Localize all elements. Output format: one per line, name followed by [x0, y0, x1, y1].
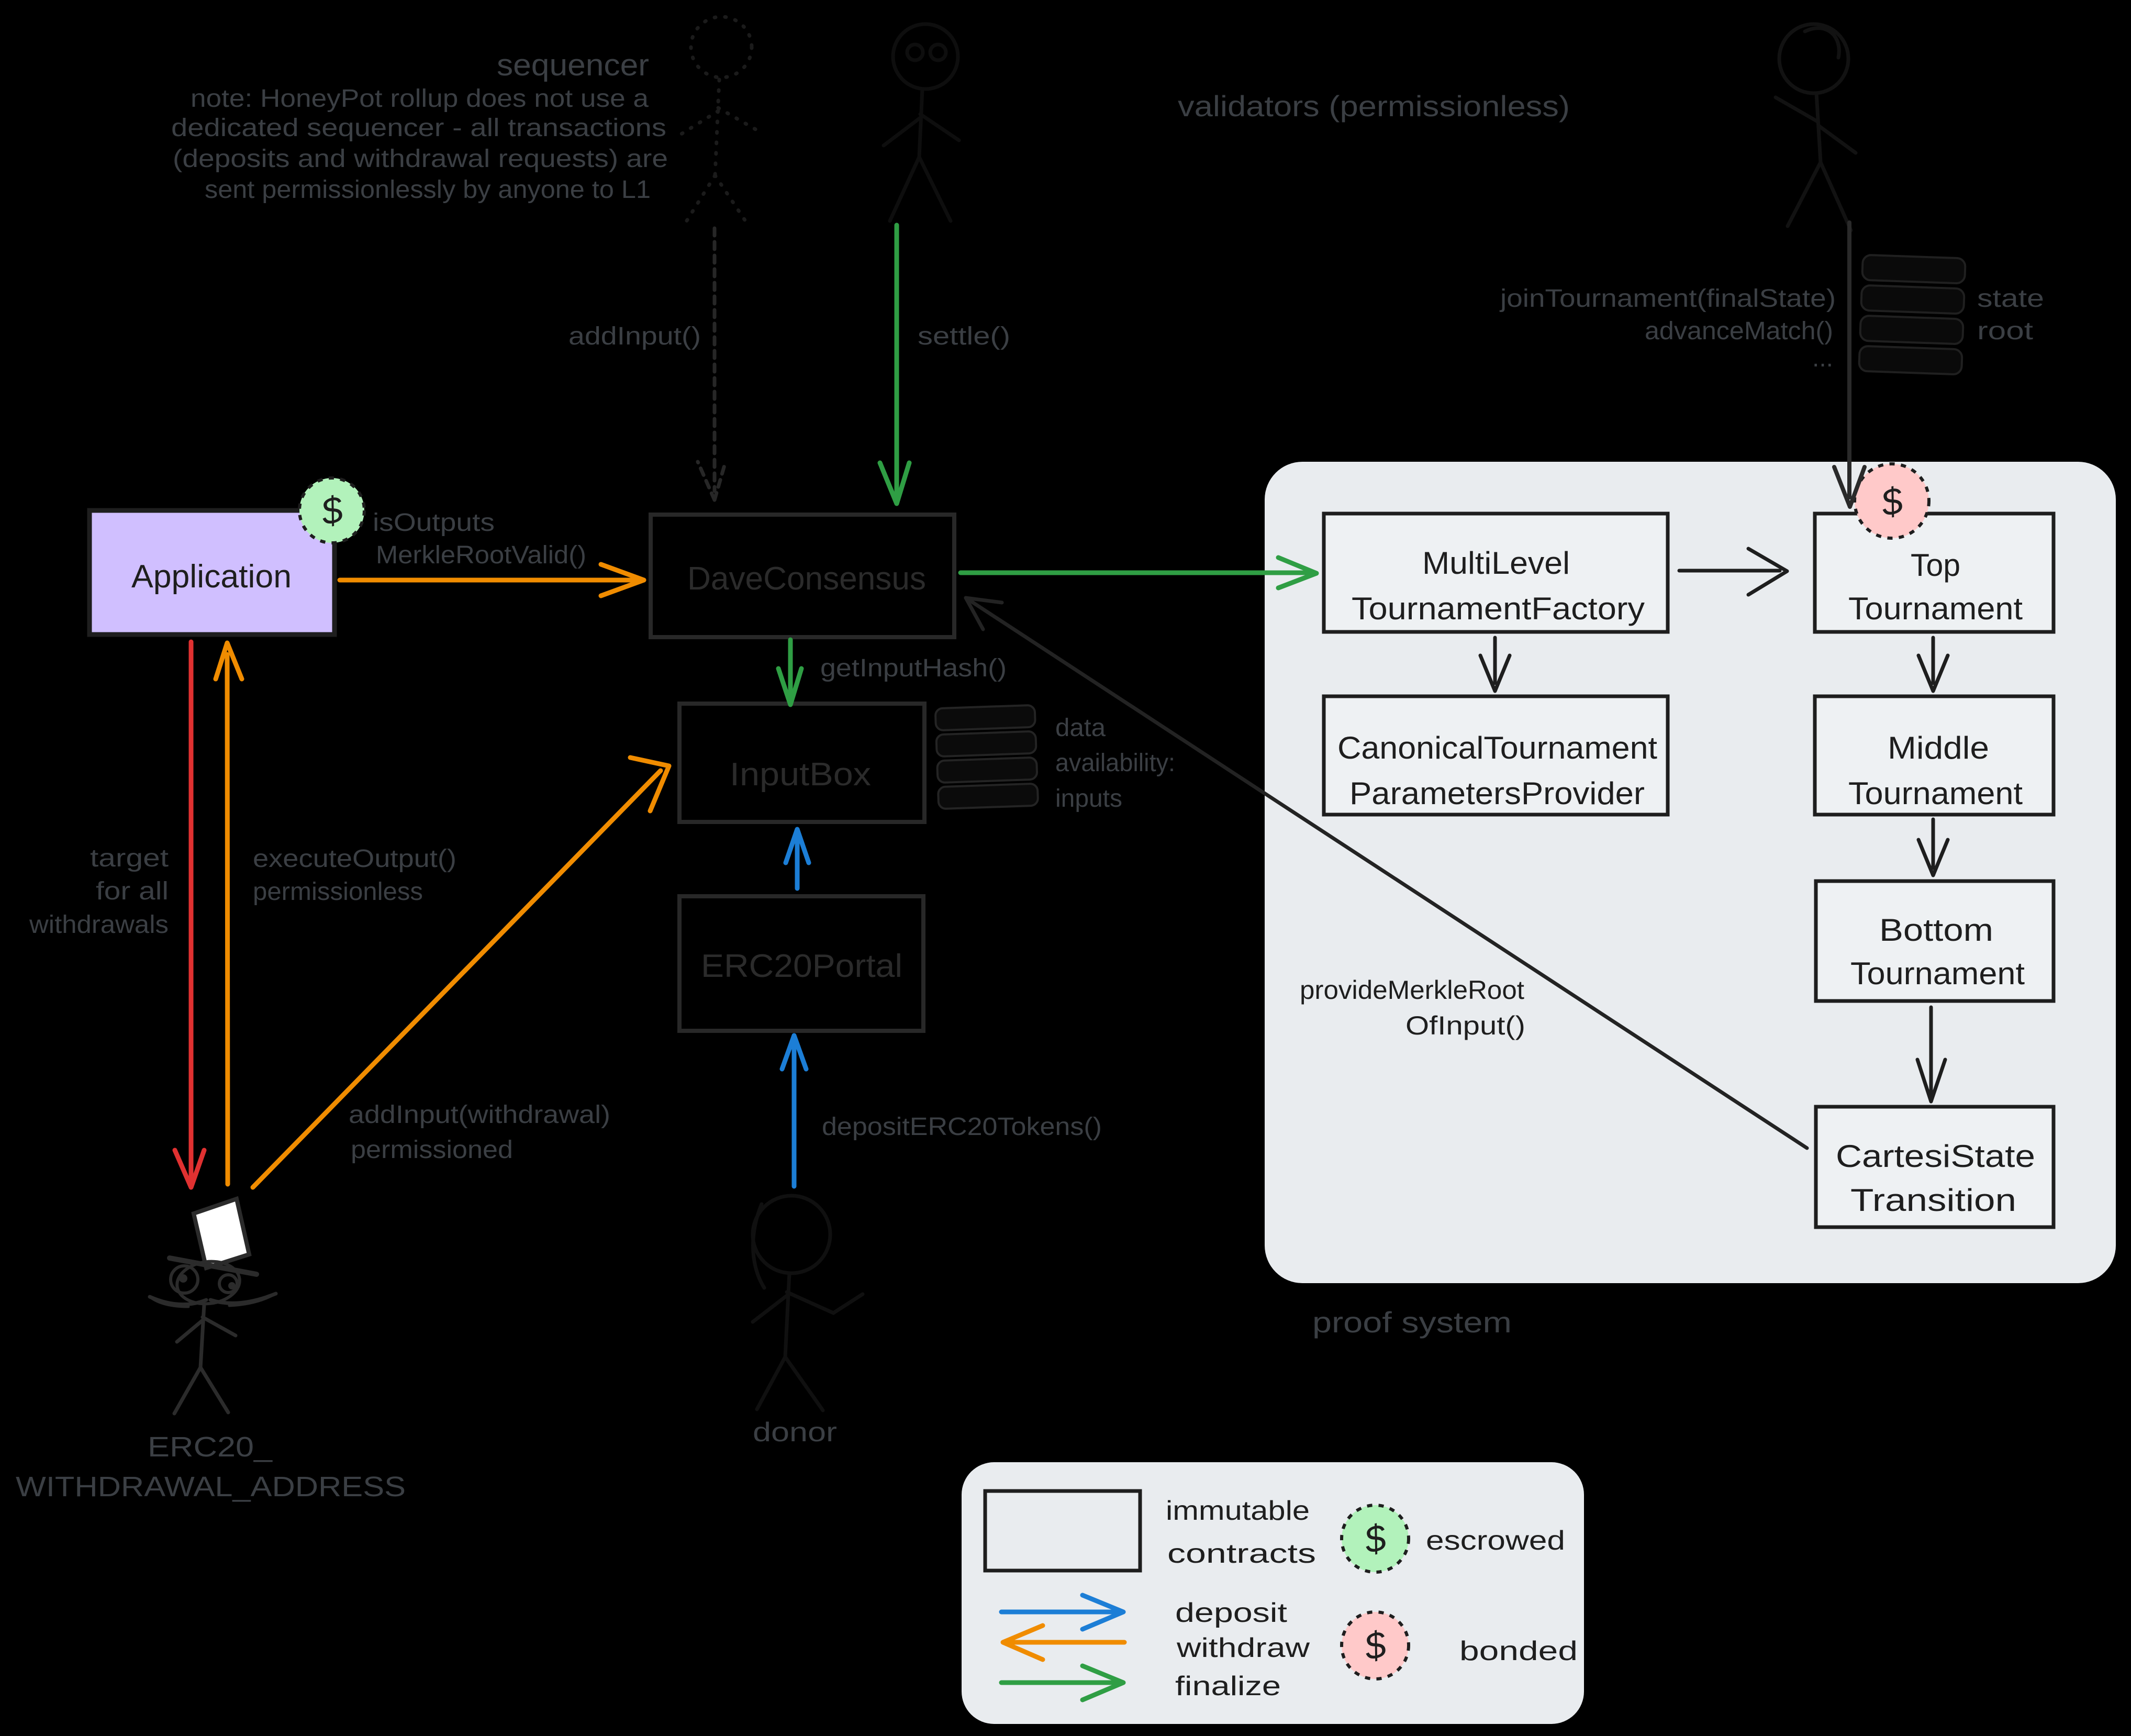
svg-text:InputBox: InputBox — [730, 756, 871, 793]
svg-text:depositERC20Tokens(): depositERC20Tokens() — [822, 1113, 1102, 1141]
svg-text:Top: Top — [1911, 548, 1960, 583]
svg-text:permissioned: permissioned — [351, 1136, 513, 1164]
svg-text:advanceMatch(): advanceMatch() — [1645, 317, 1833, 345]
svg-text:DaveConsensus: DaveConsensus — [687, 561, 926, 597]
svg-text:withdraw: withdraw — [1176, 1633, 1310, 1663]
svg-text:availability:: availability: — [1055, 749, 1175, 777]
svg-text:contracts: contracts — [1167, 1539, 1316, 1569]
svg-text:withdrawals: withdrawals — [29, 911, 169, 939]
svg-text:MerkleRootValid(): MerkleRootValid() — [376, 541, 586, 569]
svg-text:deposit: deposit — [1175, 1598, 1288, 1628]
svg-text:ERC20_: ERC20_ — [148, 1431, 273, 1463]
svg-text:...: ... — [1812, 344, 1833, 372]
svg-text:TournamentFactory: TournamentFactory — [1352, 591, 1645, 626]
svg-text:immutable: immutable — [1166, 1496, 1310, 1526]
svg-text:data: data — [1055, 714, 1106, 742]
svg-text:inputs: inputs — [1055, 785, 1122, 813]
svg-text:escrowed: escrowed — [1426, 1526, 1565, 1556]
svg-text:addInput(): addInput() — [568, 322, 701, 350]
svg-text:Tournament: Tournament — [1848, 776, 2023, 811]
svg-text:for all: for all — [96, 877, 169, 905]
svg-text:sequencer: sequencer — [497, 48, 649, 82]
svg-text:CartesiState: CartesiState — [1836, 1139, 2035, 1174]
svg-text:getInputHash(): getInputHash() — [820, 654, 1007, 682]
svg-text:target: target — [90, 844, 169, 872]
svg-text:note: HoneyPot rollup does not: note: HoneyPot rollup does not use a — [191, 85, 649, 113]
svg-text:validators (permissionless): validators (permissionless) — [1178, 90, 1570, 123]
svg-text:isOutputs: isOutputs — [373, 509, 495, 537]
svg-text:OfInput(): OfInput() — [1405, 1011, 1525, 1040]
svg-text:executeOutput(): executeOutput() — [253, 845, 456, 873]
svg-text:Middle: Middle — [1888, 730, 1989, 765]
svg-text:Transition: Transition — [1850, 1183, 2016, 1218]
svg-text:CanonicalTournament: CanonicalTournament — [1337, 730, 1657, 765]
svg-text:addInput(withdrawal): addInput(withdrawal) — [349, 1101, 610, 1129]
svg-text:state: state — [1977, 285, 2044, 313]
svg-text:Bottom: Bottom — [1879, 912, 1993, 948]
svg-text:ParametersProvider: ParametersProvider — [1349, 776, 1645, 811]
svg-text:joinTournament(finalState): joinTournament(finalState) — [1499, 285, 1836, 313]
svg-text:(deposits and withdrawal reque: (deposits and withdrawal requests) are — [173, 145, 668, 173]
svg-text:root: root — [1977, 317, 2033, 345]
svg-text:WITHDRAWAL_ADDRESS: WITHDRAWAL_ADDRESS — [16, 1471, 406, 1503]
svg-text:bonded: bonded — [1459, 1636, 1578, 1666]
svg-text:proof system: proof system — [1312, 1306, 1512, 1339]
svg-text:Tournament: Tournament — [1850, 956, 2025, 991]
svg-text:ERC20Portal: ERC20Portal — [701, 948, 902, 984]
svg-text:finalize: finalize — [1175, 1671, 1281, 1701]
svg-text:MultiLevel: MultiLevel — [1422, 546, 1570, 581]
svg-text:sent permissionlessly by anyon: sent permissionlessly by anyone to L1 — [205, 176, 651, 204]
svg-text:settle(): settle() — [918, 322, 1010, 350]
svg-text:donor: donor — [753, 1417, 837, 1448]
svg-text:provideMerkleRoot: provideMerkleRoot — [1300, 975, 1524, 1005]
svg-text:Tournament: Tournament — [1848, 591, 2023, 626]
svg-text:permissionless: permissionless — [253, 878, 423, 906]
svg-text:dedicated sequencer - all tran: dedicated sequencer - all transactions — [171, 114, 666, 142]
svg-text:Application: Application — [131, 559, 292, 595]
